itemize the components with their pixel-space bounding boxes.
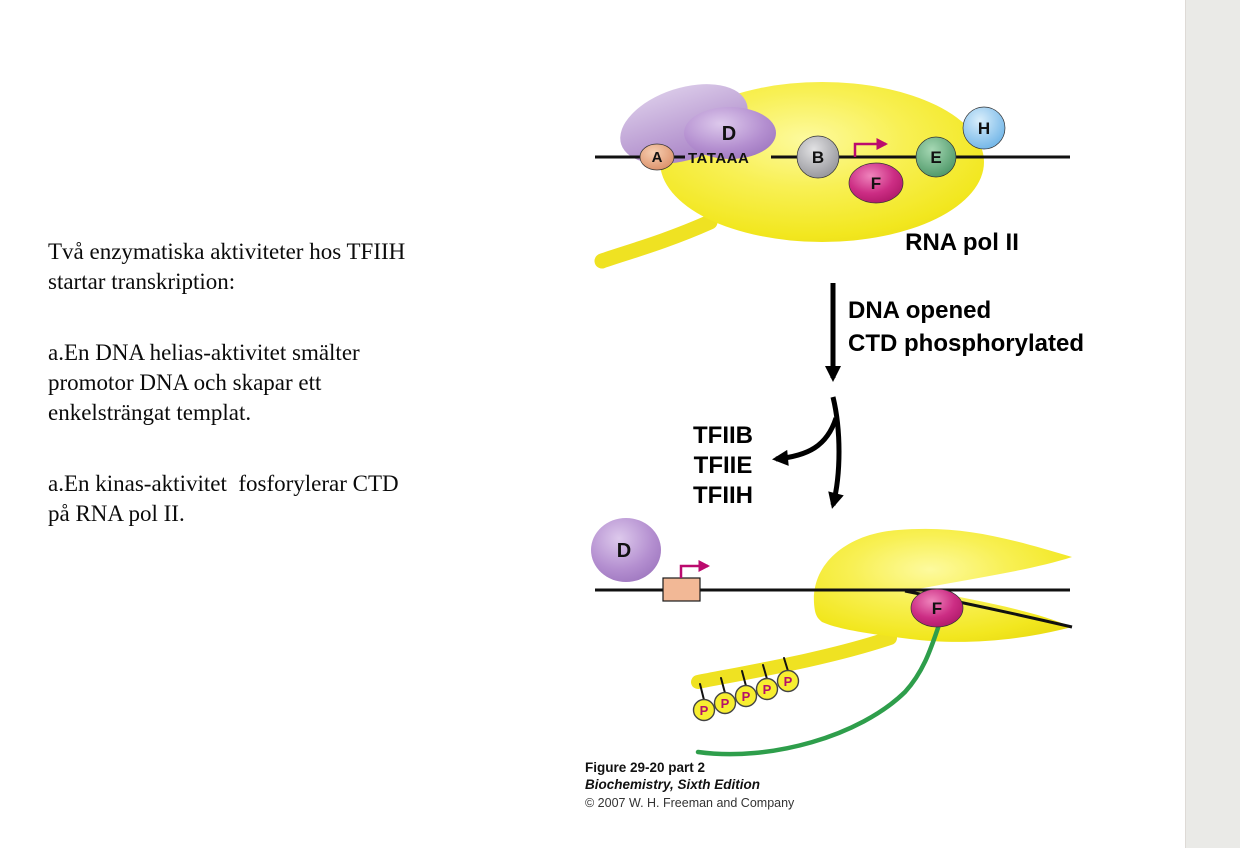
transcription-start-arrow-bottom: [679, 560, 710, 578]
factor-a-label: A: [652, 149, 663, 166]
phosphorylated-ctd: P P P P P: [692, 657, 800, 722]
text-line: Två enzymatiska aktiviteter hos TFIIH: [48, 239, 406, 264]
ctd-tail-top: [594, 214, 718, 269]
caption-book-title: Biochemistry, Sixth Edition: [585, 777, 760, 792]
paragraph-helicase: a.En DNA helias-aktivitet smälter promot…: [48, 338, 518, 428]
transcription-start-arrow-top: [853, 138, 888, 157]
phosphate-circle: [734, 684, 758, 708]
phosphate-circle: [692, 698, 716, 722]
top-complex: TATAAA A D B F E H RNA pol II: [594, 82, 1070, 269]
transition-arrows: DNA opened CTD phosphorylated TFIIB TFII…: [693, 283, 1084, 509]
released-factor-tfiih: TFIIH: [693, 482, 753, 509]
released-factor-tfiib: TFIIB: [693, 422, 753, 449]
figure-caption: Figure 29-20 part 2 Biochemistry, Sixth …: [585, 760, 795, 810]
tfiid-d-ellipse: [684, 107, 776, 159]
tfiih-circle: [962, 106, 1006, 150]
paragraph-kinase: a.En kinas-aktivitet fosforylerar CTD på…: [48, 469, 518, 529]
rna-transcript: [695, 619, 943, 757]
ctd-stick: [741, 670, 747, 687]
release-branch-arrow: [772, 417, 839, 466]
factor-h-label: H: [978, 119, 990, 138]
phosphate-circle: [776, 669, 800, 693]
paragraph-intro: Två enzymatiska aktiviteter hos TFIIH st…: [48, 237, 518, 297]
ctd-stick: [720, 677, 726, 694]
caption-figure-number: Figure 29-20 part 2: [585, 760, 705, 775]
phosphate-label: P: [742, 689, 751, 704]
phosphate-label: P: [784, 674, 793, 689]
tfiif-ellipse-top: [848, 162, 904, 204]
factor-f-label-bottom: F: [932, 599, 942, 618]
figure-diagram: TATAAA A D B F E H RNA pol II DNA opened…: [585, 82, 1084, 810]
tfiid-ellipse-bottom: [591, 518, 661, 582]
tata-box-rect: [662, 577, 701, 602]
bottom-complex: D P P P P P F: [591, 518, 1073, 757]
text-line: startar transkription:: [48, 269, 236, 294]
tfiie-circle: [915, 136, 957, 178]
tfiib-circle: [796, 135, 840, 179]
right-gutter-strip: [1185, 0, 1240, 848]
ctd-stick: [762, 664, 768, 680]
rna-pol-ii-label: RNA pol II: [905, 229, 1019, 256]
arrow-label-line2: CTD phosphorylated: [848, 330, 1084, 357]
tfiif-ellipse-bottom: [910, 588, 964, 628]
phosphate-label: P: [721, 696, 730, 711]
text-line: promotor DNA och skapar ett: [48, 370, 322, 395]
tfiia-ellipse: [639, 143, 675, 171]
phosphate-label: P: [763, 682, 772, 697]
text-line: på RNA pol II.: [48, 501, 185, 526]
factor-d-label: D: [722, 123, 736, 145]
text-line: a.En kinas-aktivitet fosforylerar CTD: [48, 471, 399, 496]
caption-copyright: © 2007 W. H. Freeman and Company: [585, 796, 795, 810]
phosphate-label: P: [700, 703, 709, 718]
tata-box-label: TATAAA: [688, 150, 749, 167]
ctd-stick: [699, 683, 705, 701]
text-line: a.En DNA helias-aktivitet smälter: [48, 340, 360, 365]
factor-e-label: E: [930, 148, 941, 167]
text-line: enkelsträngat templat.: [48, 400, 252, 425]
phosphate-circle: [755, 677, 779, 701]
ctd-stick: [783, 657, 789, 672]
phosphate-circle: [713, 691, 737, 715]
factor-b-label: B: [812, 148, 824, 167]
lecture-text: Två enzymatiska aktiviteter hos TFIIH st…: [48, 237, 518, 570]
factor-d-label-bottom: D: [617, 540, 631, 562]
released-factor-tfiie: TFIIE: [694, 452, 753, 479]
factor-f-label: F: [871, 174, 881, 193]
down-arrow-2: [828, 396, 844, 509]
arrow-label-line1: DNA opened: [848, 297, 991, 324]
